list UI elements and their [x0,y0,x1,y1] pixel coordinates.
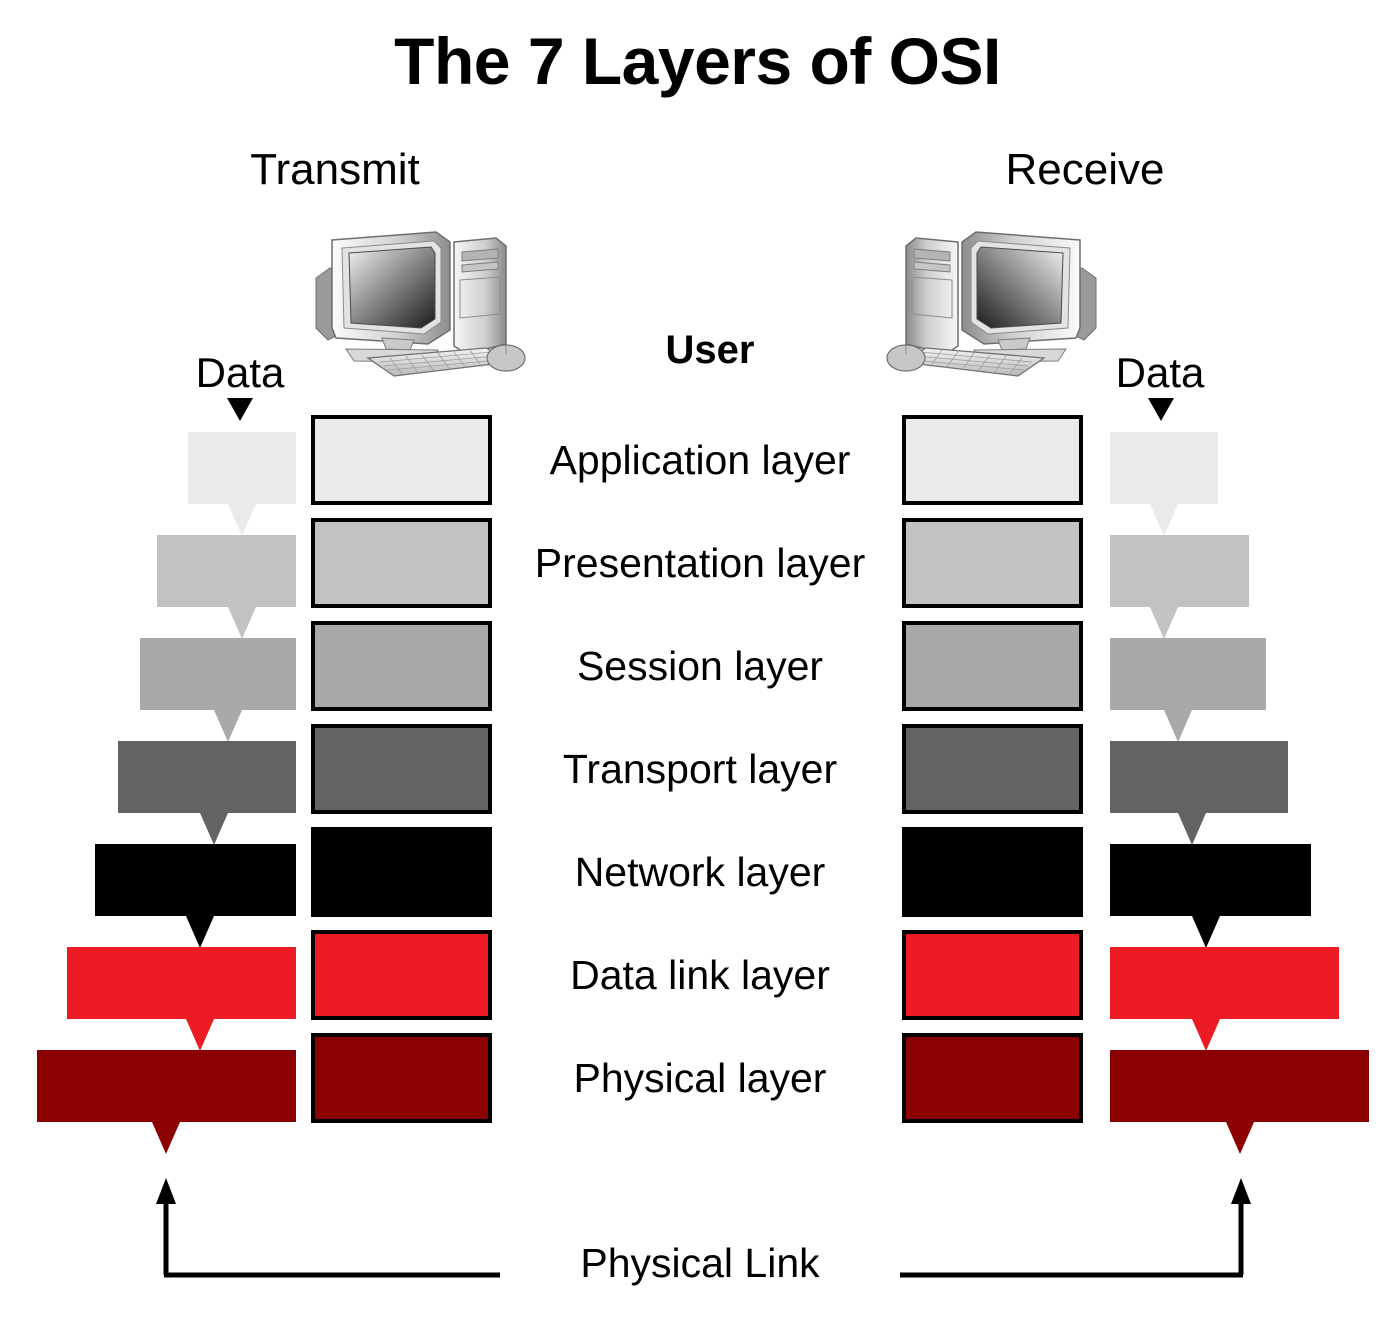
layer-name-network: Network layer [574,849,826,895]
transmit-layer-box-presentation [311,518,492,608]
packet-physical-receive [1110,1050,1369,1154]
receive-layer-box-session [902,621,1083,711]
layer-name-transport: Transport layer [562,746,838,792]
packet-session-receive [1110,638,1266,742]
receive-layer-box-presentation [902,518,1083,608]
layer-name-physical: Physical layer [573,1055,827,1101]
page-title: The 7 Layers of OSI [394,24,1001,98]
packet-transport-transmit [118,741,296,845]
user-label: User [665,328,755,372]
layer-name-session: Session layer [576,643,824,689]
packet-application-receive [1110,432,1218,536]
layer-name-datalink: Data link layer [570,952,830,998]
transmit-layer-box-application [311,415,492,505]
receive-computer-icon [880,222,1102,387]
packet-network-transmit [95,844,296,948]
packet-application-transmit [188,432,296,536]
data-down-arrow-icon-receive [1148,398,1174,421]
receive-column-heading: Receive [1005,145,1165,194]
receive-layer-box-datalink [902,930,1083,1020]
transmit-layer-box-session [311,621,492,711]
transmit-column-heading: Transmit [250,145,420,194]
packet-presentation-transmit [157,535,296,639]
packet-session-transmit [140,638,296,742]
physical-link-connector [156,1178,1251,1278]
transmit-layer-box-physical [311,1033,492,1123]
receive-layer-box-network [902,827,1083,917]
packet-datalink-transmit [67,947,296,1051]
physical-link-label: Physical Link [500,1243,900,1284]
receive-layer-box-physical [902,1033,1083,1123]
transmit-computer-icon [310,222,532,387]
packet-datalink-receive [1110,947,1339,1051]
transmit-layer-box-transport [311,724,492,814]
receive-layer-box-application [902,415,1083,505]
data-label-receive: Data [1115,349,1205,396]
packet-presentation-receive [1110,535,1249,639]
layer-name-presentation: Presentation layer [534,540,866,586]
data-down-arrow-icon-transmit [227,398,253,421]
packet-physical-transmit [37,1050,296,1154]
receive-layer-box-transport [902,724,1083,814]
transmit-layer-box-datalink [311,930,492,1020]
transmit-layer-box-network [311,827,492,917]
packet-network-receive [1110,844,1311,948]
packet-transport-receive [1110,741,1288,845]
layer-name-application: Application layer [549,437,851,483]
data-label-transmit: Data [195,349,285,396]
